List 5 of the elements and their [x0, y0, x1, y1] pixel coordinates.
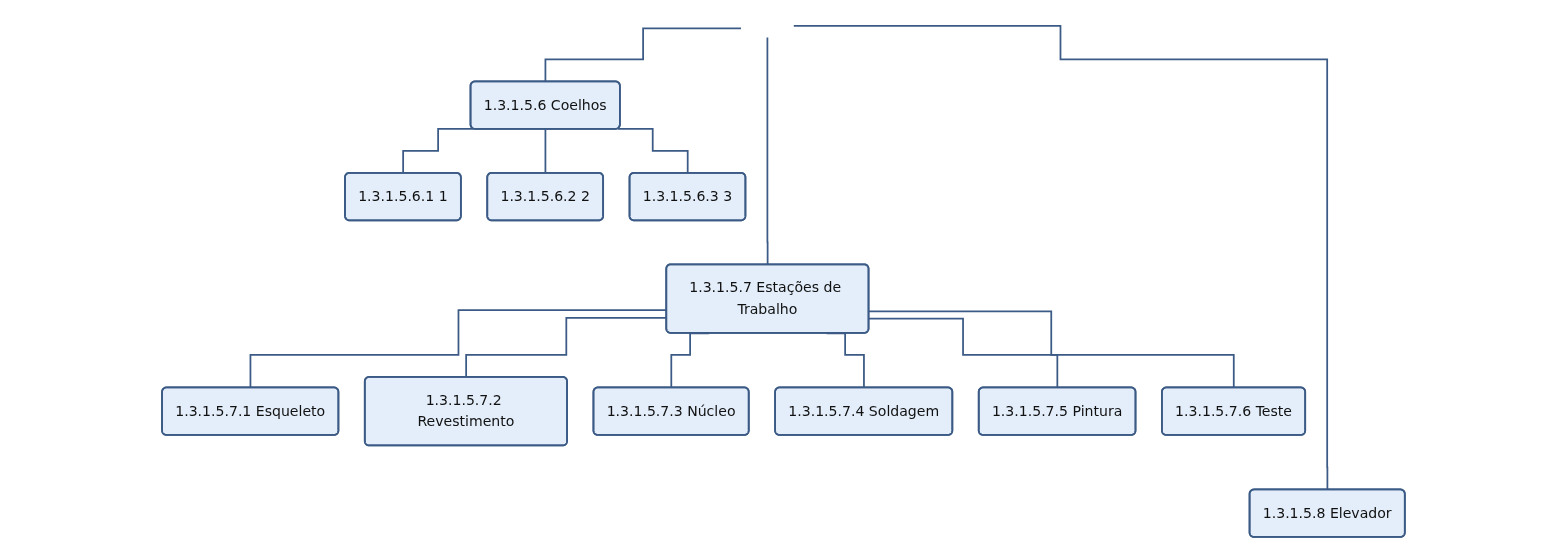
- connector: [868, 310, 1235, 389]
- connector: [792, 25, 1329, 491]
- connector: [766, 36, 769, 266]
- connector: [868, 317, 1059, 389]
- connector: [544, 27, 742, 83]
